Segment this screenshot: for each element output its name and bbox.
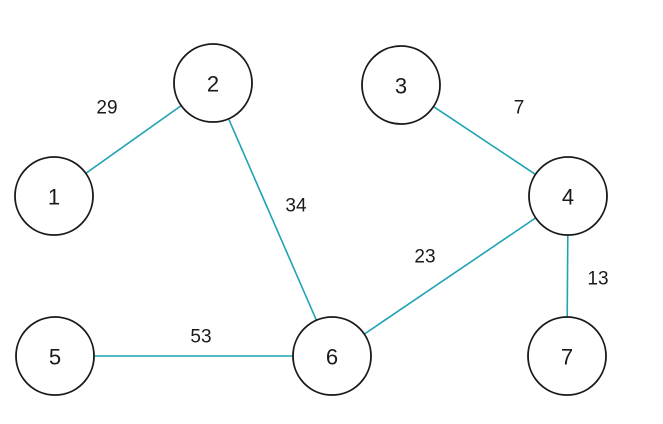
node-circle-2 bbox=[173, 43, 253, 123]
node-circle-4 bbox=[528, 156, 608, 236]
edge-weight-4-7: 13 bbox=[587, 269, 608, 290]
node-circle-5 bbox=[15, 316, 95, 396]
node-circle-3 bbox=[361, 45, 441, 125]
edge-4-6 bbox=[363, 217, 537, 335]
node-5: 5 bbox=[15, 316, 95, 396]
edge-3-4 bbox=[433, 105, 536, 176]
node-1: 1 bbox=[14, 156, 94, 236]
edge-4-7 bbox=[566, 234, 569, 318]
node-3: 3 bbox=[361, 45, 441, 125]
edge-2-6 bbox=[227, 118, 318, 321]
node-circle-7 bbox=[527, 316, 607, 396]
node-circle-1 bbox=[14, 156, 94, 236]
edge-weight-5-6: 53 bbox=[190, 327, 211, 348]
edge-weights-layer: 29 34 7 23 13 53 bbox=[96, 98, 608, 348]
node-4: 4 bbox=[528, 156, 608, 236]
node-label-6: 6 bbox=[326, 345, 338, 370]
edge-weight-3-4: 7 bbox=[514, 98, 525, 119]
edge-weight-4-6: 23 bbox=[414, 247, 435, 268]
edge-weight-2-6: 34 bbox=[285, 196, 307, 217]
node-7: 7 bbox=[527, 316, 607, 396]
edges-layer bbox=[85, 104, 569, 357]
node-circle-6 bbox=[292, 316, 372, 396]
edge-weight-1-2: 29 bbox=[96, 98, 117, 119]
node-2: 2 bbox=[173, 43, 253, 123]
node-label-3: 3 bbox=[395, 74, 407, 99]
node-label-7: 7 bbox=[561, 345, 573, 370]
node-label-1: 1 bbox=[48, 185, 60, 210]
node-label-5: 5 bbox=[49, 345, 61, 370]
node-label-4: 4 bbox=[562, 185, 574, 210]
node-label-2: 2 bbox=[207, 72, 219, 97]
edge-1-2 bbox=[85, 104, 182, 175]
node-6: 6 bbox=[292, 316, 372, 396]
